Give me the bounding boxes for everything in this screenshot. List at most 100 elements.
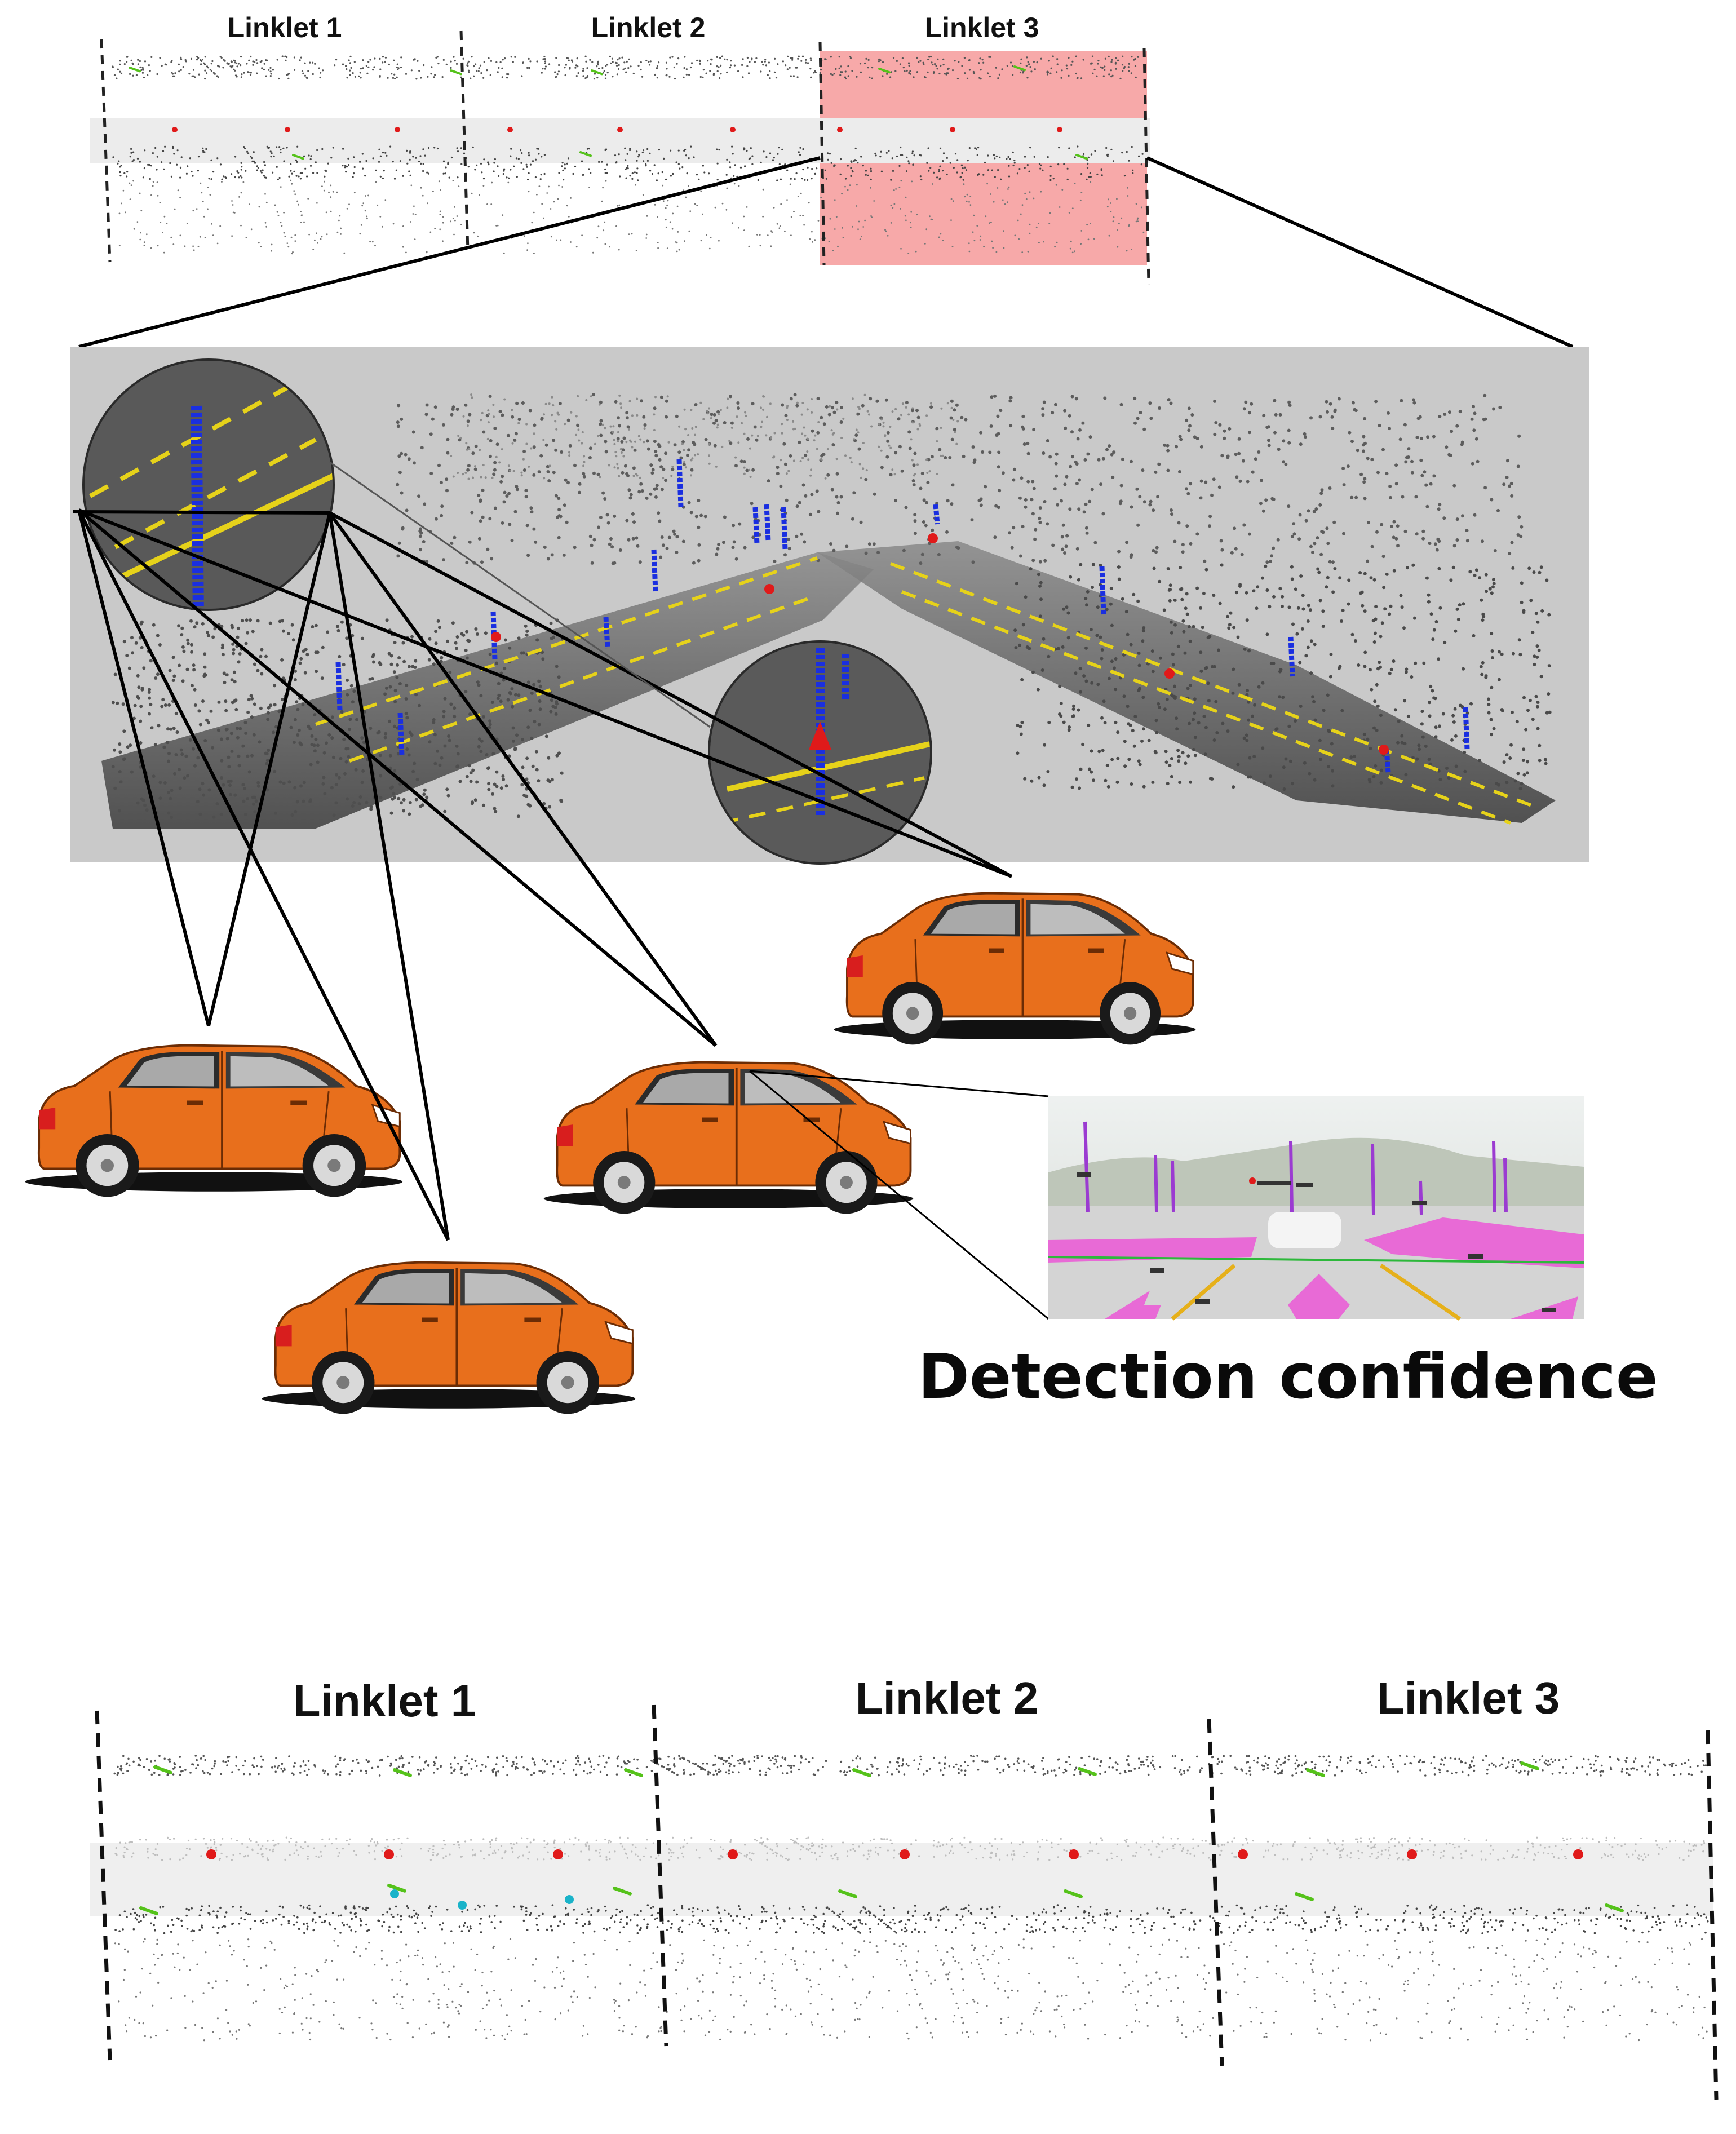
cloud-point [851,70,853,72]
cloud-point [150,247,152,249]
cloud-point [393,699,397,703]
cloud-point [683,1757,685,1760]
cloud-point [1096,173,1099,175]
top-divider-2 [459,30,470,251]
cloud-point [206,65,209,68]
cloud-point [1372,578,1376,582]
cloud-point [573,463,577,467]
cloud-point [566,205,568,207]
cloud-point [1405,667,1409,671]
cloud-point [568,216,570,218]
cloud-point [360,1769,362,1772]
cloud-point [1340,1770,1343,1773]
cloud-point [230,749,234,753]
cloud-point [293,678,297,681]
cloud-marker [591,69,603,76]
cloud-point [1129,643,1133,647]
cloud-point [802,148,804,150]
cloud-point [1034,528,1038,532]
cloud-point [670,149,672,152]
cloud-point [937,58,939,60]
cloud-point [1498,650,1501,654]
cloud-point [1100,648,1104,652]
cloud-point [206,631,210,635]
cloud-point [143,167,145,170]
cloud-point [314,650,318,654]
cloud-point [1450,738,1454,742]
cloud-point [260,672,264,676]
cloud-point [168,668,172,672]
cloud-point [246,63,248,65]
cloud-point [450,541,454,545]
cloud-point [562,1762,564,1764]
cloud-point [1026,77,1029,79]
cloud-point [599,476,601,479]
cloud-point [433,405,437,409]
cloud-point [1257,450,1261,454]
cloud-point [844,178,847,180]
cloud-point [1060,77,1062,79]
cloud-point [1311,551,1314,554]
cloud-point [1033,1765,1035,1768]
cloud-point [1175,727,1179,731]
cloud-point [1056,71,1058,73]
cloud-point [1429,684,1433,688]
cloud-point [265,59,268,61]
cloud-point [1069,1763,1071,1766]
cloud-point [1290,534,1294,538]
cloud-point [615,225,617,227]
cloud-point [529,506,533,510]
cloud-point [392,223,395,225]
cloud-point [1039,597,1043,601]
cloud-point [396,420,400,424]
cloud-point [763,150,765,153]
cloud-point [1074,183,1076,184]
cloud-point [1127,758,1131,761]
cloud-point [1256,585,1260,589]
cloud-point [742,460,746,463]
cloud-point [625,441,628,444]
cloud-point [1245,693,1249,697]
cloud-point [419,548,422,552]
cloud-point [1359,591,1363,595]
bottom-linklet-strip: Linklet 1 Linklet 2 Linklet 3 [90,1673,1719,2100]
cloud-point [236,76,238,78]
cloud-point [549,621,553,625]
cloud-point [968,147,971,149]
cloud-point [1392,1766,1394,1768]
cloud-point [1370,458,1374,462]
cloud-point [382,152,384,154]
cloud-point [582,464,585,467]
cloud-point [1242,736,1246,740]
cloud-point [466,468,470,472]
cloud-point [302,1760,305,1763]
cloud-point [1278,695,1281,699]
cloud-point [145,808,149,812]
cloud-point [384,56,387,59]
cloud-point [620,440,624,444]
cloud-point [140,69,143,71]
cloud-point [612,76,614,78]
cloud-point [420,77,422,79]
cloud-point [231,200,233,202]
cloud-point [137,59,139,61]
cloud-point [730,60,732,62]
cloud-point [895,188,897,190]
cloud-point [654,454,658,458]
cloud-point [1292,522,1296,526]
cloud-point [790,75,792,77]
cloud-marker [450,69,462,76]
cloud-point [1543,758,1547,761]
cloud-point [550,778,554,782]
cloud-point [1385,572,1389,576]
cloud-point [696,59,698,61]
cloud-point [241,783,245,787]
cloud-point [808,202,810,204]
cloud-point [798,1768,800,1771]
cloud-point [314,623,318,627]
cloud-point [645,59,648,62]
cloud-point [227,765,231,769]
cloud-point [939,165,941,167]
cloud-point [993,394,997,398]
cloud-point [725,209,728,211]
